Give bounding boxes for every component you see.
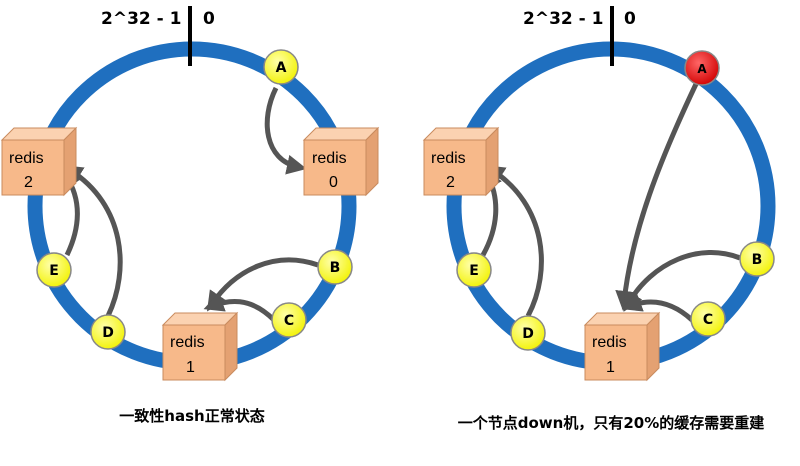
right-redis-server-2: redis 2 xyxy=(422,126,500,197)
left-node-d: D xyxy=(90,314,126,350)
right-node-e: E xyxy=(456,252,492,288)
left-label-max: 2^32 - 1 xyxy=(101,9,181,29)
left-arrow-a-to-redis0 xyxy=(264,86,307,175)
left-redis2-name: redis xyxy=(9,150,44,167)
left-panel: 2^32 - 1 0 redis 0 redis 1 redi xyxy=(0,6,380,425)
left-redis0-id: 0 xyxy=(329,174,338,191)
right-caption: 一个节点down机，只有20%的缓存需要重建 xyxy=(458,414,765,432)
right-node-a-down: A xyxy=(684,50,720,86)
left-node-c-label: C xyxy=(284,313,294,329)
right-node-b-label: B xyxy=(752,252,763,268)
right-node-c-label: C xyxy=(703,312,713,328)
left-redis0-name: redis xyxy=(312,150,347,167)
right-node-c: C xyxy=(690,301,726,337)
right-redis-server-1: redis 1 xyxy=(583,311,661,382)
left-label-zero: 0 xyxy=(203,9,215,29)
left-redis-server-2: redis 2 xyxy=(0,126,78,197)
right-node-d: D xyxy=(510,315,546,351)
right-arrow-b-to-redis1 xyxy=(623,250,741,312)
left-node-a: A xyxy=(263,49,299,85)
left-redis-server-0: redis 0 xyxy=(302,126,380,197)
right-arrow-a-to-redis1 xyxy=(615,82,699,311)
right-arrow-d-to-redis2 xyxy=(484,165,544,318)
left-node-b: B xyxy=(317,249,353,285)
right-node-a-label: A xyxy=(697,62,707,76)
left-arrow-d-to-redis2 xyxy=(62,165,123,318)
right-node-e-label: E xyxy=(469,263,479,279)
left-node-e: E xyxy=(36,252,72,288)
right-node-d-label: D xyxy=(522,326,534,342)
left-redis1-name: redis xyxy=(170,334,205,351)
left-node-d-label: D xyxy=(102,325,114,341)
right-label-max: 2^32 - 1 xyxy=(523,9,603,29)
right-node-b: B xyxy=(739,241,775,277)
right-panel: 2^32 - 1 0 redis 1 redis 2 A xyxy=(422,6,776,432)
left-arrow-b-to-redis1 xyxy=(206,257,319,312)
left-redis-server-1: redis 1 xyxy=(161,311,239,382)
right-redis1-name: redis xyxy=(592,334,627,351)
left-arrow-c-to-redis1 xyxy=(203,292,276,322)
left-caption: 一致性hash正常状态 xyxy=(119,407,264,425)
right-arrow-c-to-redis1 xyxy=(621,292,694,322)
left-redis1-id: 1 xyxy=(186,359,195,376)
left-node-a-label: A xyxy=(276,60,287,76)
left-redis2-id: 2 xyxy=(24,174,33,191)
left-node-c: C xyxy=(271,302,307,338)
right-redis2-name: redis xyxy=(431,150,466,167)
right-label-zero: 0 xyxy=(624,9,636,29)
right-redis1-id: 1 xyxy=(606,359,615,376)
left-node-e-label: E xyxy=(49,263,59,279)
left-node-b-label: B xyxy=(330,260,341,276)
right-redis2-id: 2 xyxy=(446,174,455,191)
